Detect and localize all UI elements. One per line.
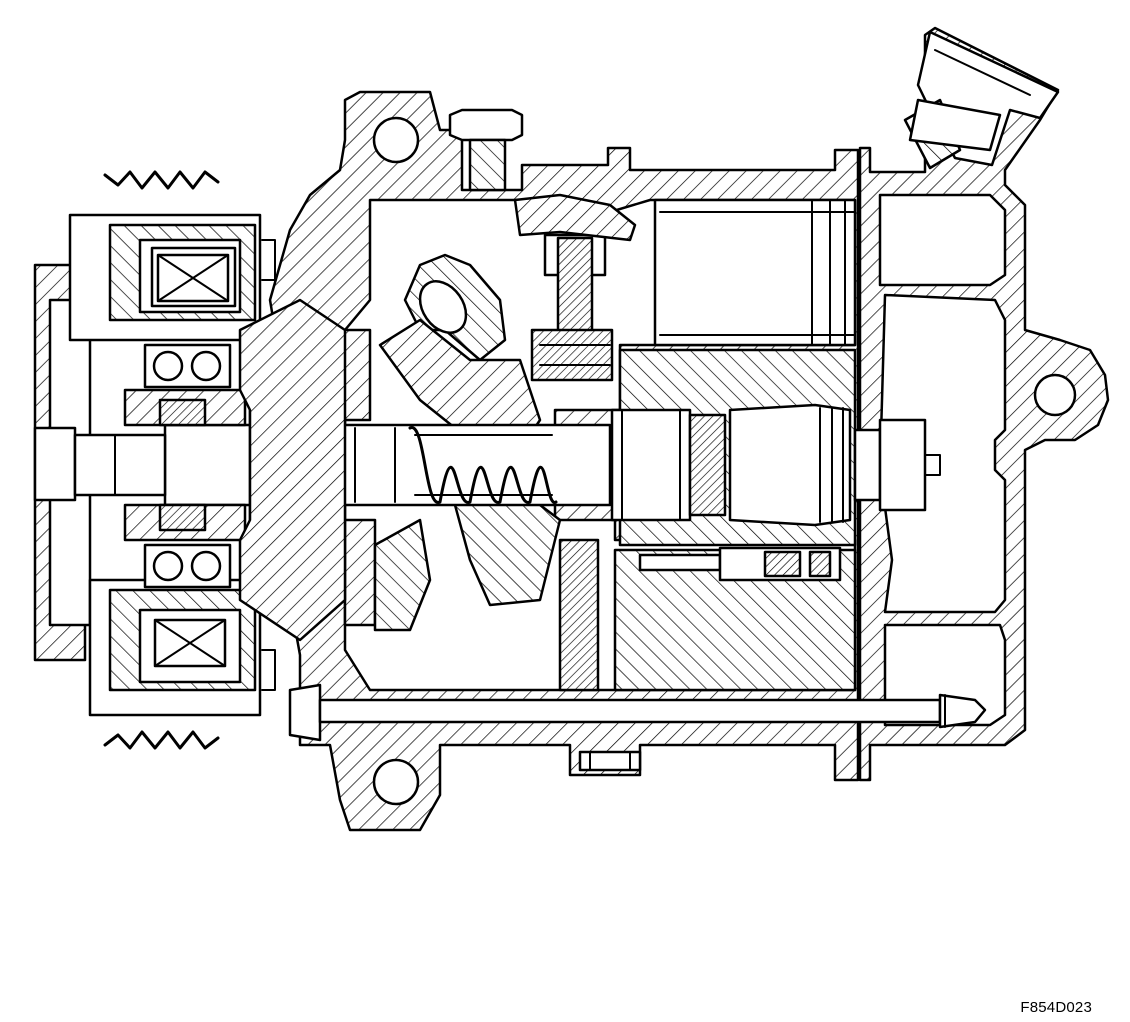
swash-plate-mechanism [338,193,637,692]
through-bolt [288,683,987,742]
rear-housing [858,26,1110,782]
figure-code-label: F854D023 [1020,999,1092,1016]
clutch-pulley-assembly [33,170,347,750]
